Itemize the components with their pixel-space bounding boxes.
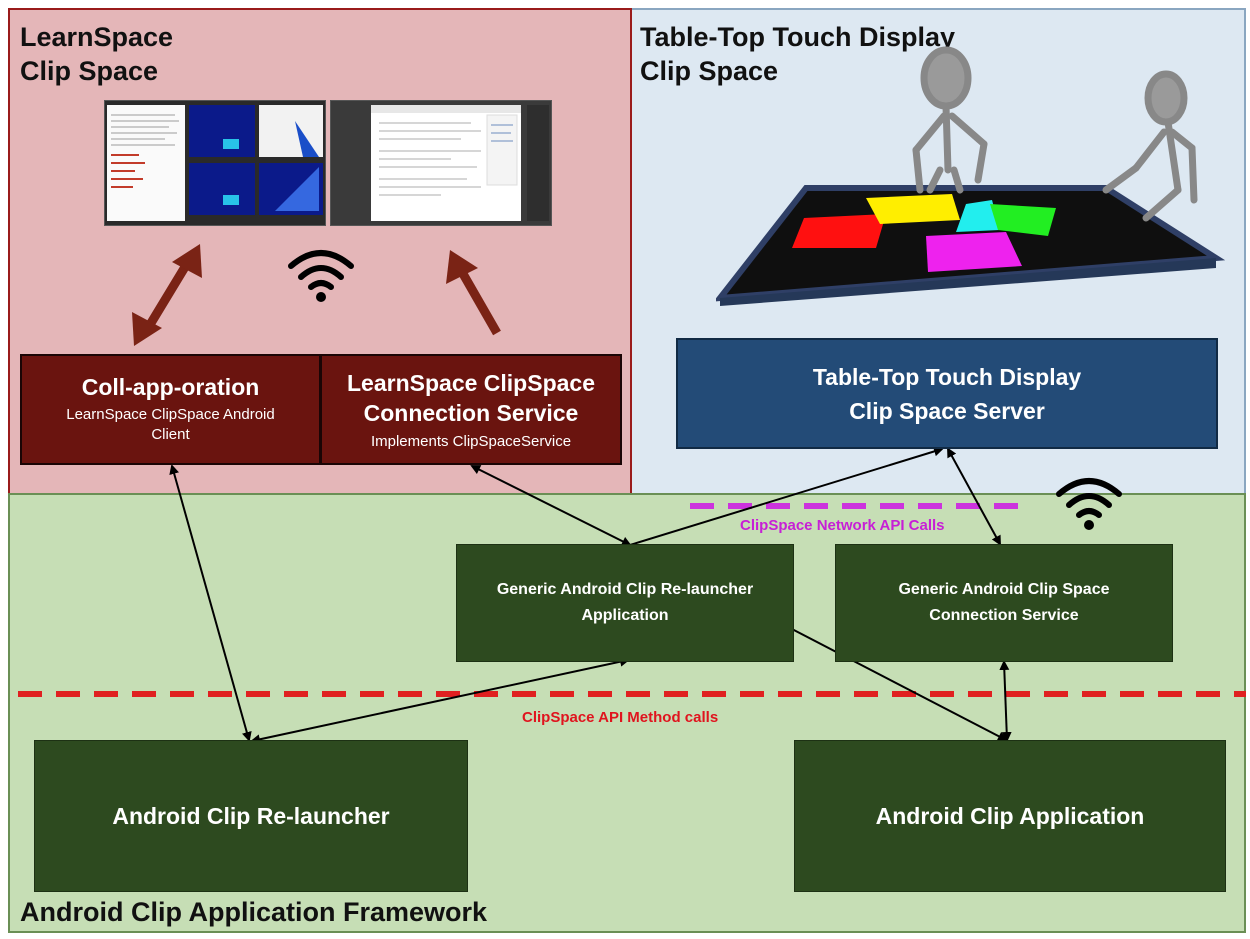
wifi-icon-graphic [288,250,354,302]
android-clip-application-box[interactable]: Android Clip Application [794,740,1226,892]
network-api-calls-label: ClipSpace Network API Calls [740,517,945,534]
android-clip-relauncher-box[interactable]: Android Clip Re-launcher [34,740,468,892]
generic-connection-service-box[interactable]: Generic Android Clip Space Connection Se… [835,544,1173,662]
connector-generic-relauncher-relauncher [250,656,630,745]
learnspace-title-line1: LearnSpace [20,22,174,52]
tabletop-title-line2: Clip Space [640,56,779,86]
connector-generic-connection-clipapp [999,660,1012,742]
framework-region-title: Android Clip Application Framework [20,897,488,927]
generic-relauncher-line1: Generic Android Clip Re-launcher [496,581,754,598]
connector-collapp-relauncher [169,464,252,742]
tabletop-title-line1: Table-Top Touch Display [640,22,956,52]
learnspace-connection-service-title: LearnSpace ClipSpace Connection Service [347,368,595,428]
ls-connection-title-line1: LearnSpace ClipSpace [347,369,595,396]
android-clip-application-title: Android Clip Application [875,802,1145,829]
double-arrow-icon [132,244,202,346]
tabletop-server-box[interactable]: Table-Top Touch Display Clip Space Serve… [676,338,1218,449]
generic-connection-title: Generic Android Clip Space Connection Se… [898,577,1109,629]
collapporation-subtitle-line1: LearnSpace ClipSpace Android [66,406,275,423]
tabletop-region-title: Table-Top Touch Display Clip Space [640,20,955,88]
screenshot-thumbnail-graphic [107,105,323,221]
connector-generic-relauncher-clipapp [789,627,1008,741]
collapporation-box[interactable]: Coll-app-oration LearnSpace ClipSpace An… [20,354,321,465]
learnspace-title-line2: Clip Space [20,56,159,86]
generic-connection-line2: Connection Service [929,607,1079,624]
collapporation-subtitle: LearnSpace ClipSpace Android Client [66,405,274,445]
tabletop-illustration-graphic [713,46,1226,306]
connector-server-generic-connection [947,447,1001,546]
wifi-icon [286,244,356,304]
learnspace-region-title: LearnSpace Clip Space [20,20,173,88]
api-method-calls-label: ClipSpace API Method calls [522,709,719,726]
generic-relauncher-app-box[interactable]: Generic Android Clip Re-launcher Applica… [456,544,794,662]
connector-lsconn-generic-relauncher [470,465,632,546]
single-arrow-icon [446,250,501,336]
wifi-icon-graphic [1056,478,1122,530]
generic-relauncher-title: Generic Android Clip Re-launcher Applica… [497,577,753,629]
learnspace-connection-service-subtitle: Implements ClipSpaceService [370,432,572,450]
learnspace-connection-service-box[interactable]: LearnSpace ClipSpace Connection Service … [320,354,622,465]
tt-server-title-line2: Clip Space Server [849,397,1045,424]
learnspace-screenshot-thumbnail-2 [330,100,552,226]
collapporation-title: Coll-app-oration [81,374,260,400]
wifi-icon [1054,472,1124,532]
generic-relauncher-line2: Application [581,607,669,624]
generic-connection-line1: Generic Android Clip Space [898,581,1110,598]
ls-connection-title-line2: Connection Service [363,399,579,426]
screenshot-thumbnail-graphic [371,105,549,221]
android-clip-relauncher-title: Android Clip Re-launcher [112,802,390,829]
tabletop-server-title: Table-Top Touch Display Clip Space Serve… [813,360,1081,428]
tt-server-title-line1: Table-Top Touch Display [812,363,1082,390]
tabletop-illustration-icon [713,40,1236,310]
learnspace-screenshot-thumbnail-1 [104,100,326,226]
collapporation-subtitle-line2: Client [151,426,190,443]
connector-generic-relauncher-server [629,446,944,546]
